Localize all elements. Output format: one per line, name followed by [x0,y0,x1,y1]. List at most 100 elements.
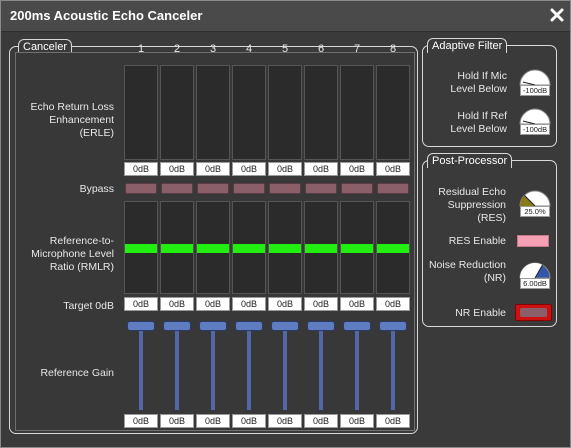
rmlr-indicator [341,244,373,253]
res-label: Residual Echo Suppression (RES) [438,186,506,224]
ref-gain-track[interactable] [139,325,143,410]
rmlr-indicator [377,244,409,253]
ref-gain-value[interactable]: 0dB [232,414,266,428]
erle-value: 0dB [196,162,230,176]
erle-meter [268,65,302,160]
erle-value: 0dB [160,162,194,176]
rmlr-value: 0dB [232,297,266,311]
rmlr-meter [304,201,338,294]
erle-meter [304,65,338,160]
channel-number: 1 [137,43,145,55]
ref-gain-track[interactable] [211,325,215,410]
window-title: 200ms Acoustic Echo Canceler [10,8,203,23]
rmlr-indicator [197,244,229,253]
channel-number: 6 [317,43,325,55]
hold-ref-value[interactable]: -100dB [520,124,550,135]
channel-number: 3 [209,43,217,55]
close-icon[interactable] [550,8,564,22]
ref-gain-value[interactable]: 0dB [160,414,194,428]
erle-value: 0dB [268,162,302,176]
res-knob[interactable] [518,186,552,208]
rmlr-meter [196,201,230,294]
rmlr-value: 0dB [340,297,374,311]
ref-gain-slider-handle[interactable] [235,321,263,331]
ref-gain-slider-handle[interactable] [271,321,299,331]
nr-label: Noise Reduction (NR) [428,259,506,284]
nr-knob[interactable] [518,258,552,280]
ref-gain-track[interactable] [247,325,251,410]
ref-gain-track[interactable] [391,325,395,410]
res-enable-button[interactable] [517,235,549,247]
ref-gain-value[interactable]: 0dB [376,414,410,428]
canceler-panel [9,46,418,434]
ref-gain-slider-handle[interactable] [379,321,407,331]
channel-number: 4 [245,43,253,55]
bypass-button[interactable] [197,183,229,194]
erle-value: 0dB [376,162,410,176]
ref-gain-track[interactable] [175,325,179,410]
bypass-label: Bypass [79,183,114,195]
bypass-button[interactable] [341,183,373,194]
rmlr-indicator [233,244,265,253]
ref-gain-value[interactable]: 0dB [304,414,338,428]
rmlr-value: 0dB [304,297,338,311]
ref-gain-track[interactable] [319,325,323,410]
rmlr-label: Reference-to-Microphone Level Ratio (RML… [31,235,114,273]
bypass-button[interactable] [269,183,301,194]
rmlr-meter [268,201,302,294]
ref-gain-value[interactable]: 0dB [268,414,302,428]
res-value[interactable]: 25.0% [520,206,550,217]
bypass-button[interactable] [161,183,193,194]
channel-number: 5 [281,43,289,55]
hold-mic-label: Hold If Mic Level Below [450,70,507,95]
rmlr-indicator [269,244,301,253]
ref-gain-slider-handle[interactable] [127,321,155,331]
erle-value: 0dB [340,162,374,176]
rmlr-meter [376,201,410,294]
bypass-button[interactable] [305,183,337,194]
rmlr-meter [124,201,158,294]
canceler-title: Canceler [18,39,73,54]
erle-meter [376,65,410,160]
ref-gain-slider-handle[interactable] [307,321,335,331]
rmlr-indicator [125,244,157,253]
erle-meter [232,65,266,160]
channel-number: 7 [353,43,361,55]
erle-value: 0dB [232,162,266,176]
ref-gain-value[interactable]: 0dB [340,414,374,428]
bypass-button[interactable] [125,183,157,194]
ref-gain-value[interactable]: 0dB [196,414,230,428]
bypass-button[interactable] [377,183,409,194]
erle-meter [196,65,230,160]
rmlr-value: 0dB [268,297,302,311]
hold-mic-value[interactable]: -100dB [520,85,550,96]
erle-meter [340,65,374,160]
channel-number: 8 [389,43,397,55]
target-label: Target 0dB [63,300,114,312]
rmlr-value: 0dB [160,297,194,311]
ref-gain-track[interactable] [355,325,359,410]
ref-gain-value[interactable]: 0dB [124,414,158,428]
title-bar: 200ms Acoustic Echo Canceler [1,1,570,32]
erle-meter [160,65,194,160]
hold-ref-knob[interactable] [518,104,552,126]
rmlr-value: 0dB [376,297,410,311]
res-enable-label: RES Enable [448,235,506,247]
bypass-button[interactable] [233,183,265,194]
post-processor-title: Post-Processor [427,153,513,168]
erle-meter [124,65,158,160]
erle-label: Echo Return Loss Enhancement (ERLE) [30,101,114,139]
nr-enable-button[interactable] [515,304,552,321]
ref-gain-track[interactable] [283,325,287,410]
ref-gain-slider-handle[interactable] [199,321,227,331]
nr-enable-toggle [520,308,547,317]
hold-mic-knob[interactable] [518,65,552,87]
ref-gain-slider-handle[interactable] [163,321,191,331]
rmlr-meter [340,201,374,294]
channel-number: 2 [173,43,181,55]
nr-value[interactable]: 6.00dB [520,278,550,289]
ref-gain-label: Reference Gain [40,367,114,379]
hold-ref-label: Hold If Ref Level Below [450,110,507,135]
ref-gain-slider-handle[interactable] [343,321,371,331]
rmlr-indicator [305,244,337,253]
